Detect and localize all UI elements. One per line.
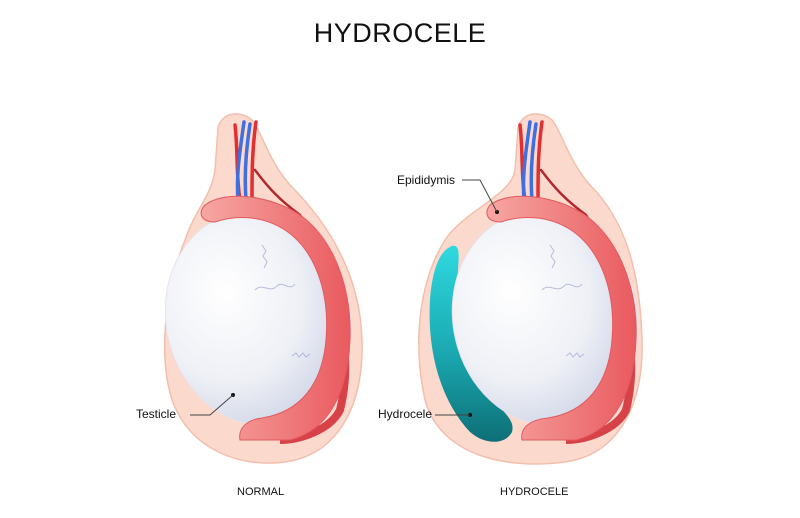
testicle-label: Testicle (136, 407, 177, 421)
hydrocele-label: Hydrocele (378, 407, 433, 421)
hydrocele-caption: HYDROCELE (500, 486, 569, 498)
testicle-leader-line (190, 394, 234, 416)
epididymis-leader-line (462, 179, 498, 213)
testicle-vessels (254, 244, 311, 358)
diagram-title: HYDROCELE (313, 18, 487, 48)
normal-caption: NORMAL (237, 486, 285, 498)
testicle-vessels (541, 244, 585, 358)
epididymis (200, 195, 351, 441)
fluid-sac (429, 245, 513, 442)
epididymis (486, 195, 637, 441)
epididymis-label: Epididymis (397, 173, 456, 187)
